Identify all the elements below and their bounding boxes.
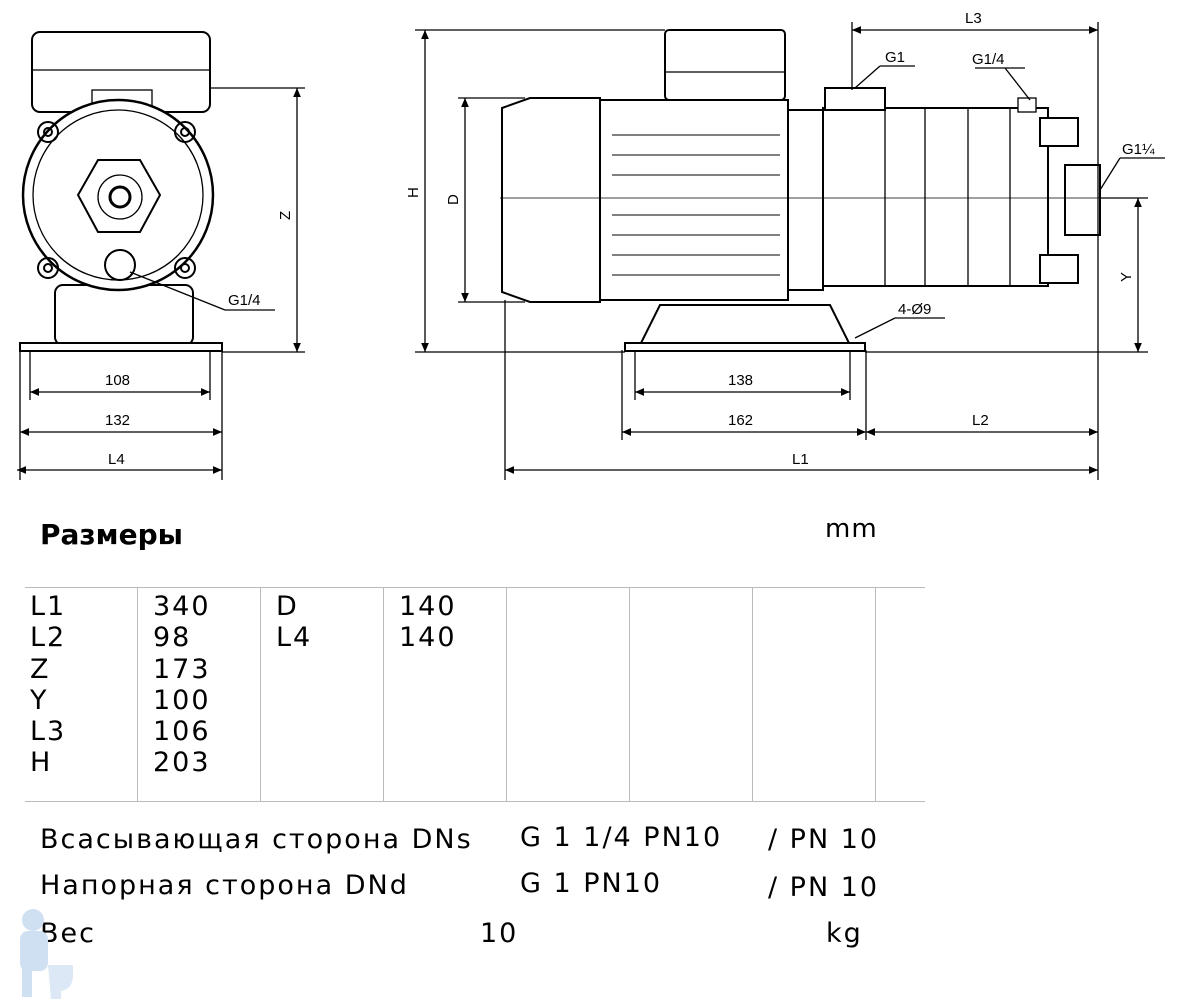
dim-108-label: 108 xyxy=(105,372,130,389)
column-divider xyxy=(137,587,138,801)
discharge-pn: / PN 10 xyxy=(768,872,880,903)
dim-value: 140 xyxy=(399,591,457,622)
port-g1-label: G1 xyxy=(885,49,905,66)
dim-l3-label: L3 xyxy=(965,10,982,27)
dim-value: 340 xyxy=(153,591,211,622)
dim-value: 106 xyxy=(153,716,211,748)
discharge-value: G 1 PN10 xyxy=(520,868,663,899)
dim-name: H xyxy=(30,747,53,779)
dim-l4-label: L4 xyxy=(108,451,125,468)
dimension-names-1: L1 L2 Z Y L3 H xyxy=(30,591,66,779)
dimension-values-2: 140 140 xyxy=(399,591,457,654)
dimension-values-1: 340 98 173 100 106 203 xyxy=(153,591,211,779)
holes-label: 4-Ø9 xyxy=(898,301,931,318)
dim-name: D xyxy=(276,591,299,622)
column-divider xyxy=(875,587,876,801)
suction-value: G 1 1/4 PN10 xyxy=(520,822,723,853)
dim-value: 140 xyxy=(399,622,457,654)
port-g114-label: G1¼ xyxy=(1122,141,1155,158)
weight-label: Вес xyxy=(40,918,96,949)
column-divider xyxy=(506,587,507,801)
weight-value: 10 xyxy=(480,918,519,949)
dim-132-label: 132 xyxy=(105,412,130,429)
section-title: Размеры xyxy=(40,518,183,551)
table-top-border xyxy=(25,587,925,588)
suction-label: Всасывающая сторона DNs xyxy=(40,824,473,855)
discharge-label: Напорная сторона DNd xyxy=(40,870,409,901)
dim-138-label: 138 xyxy=(728,372,753,389)
front-view xyxy=(17,31,305,480)
dim-z-label: Z xyxy=(277,211,294,220)
dim-name: L3 xyxy=(30,716,67,748)
dim-value: 203 xyxy=(153,747,211,779)
column-divider xyxy=(752,587,753,801)
dim-h-label: H xyxy=(405,187,422,198)
side-view xyxy=(415,22,1165,480)
column-divider xyxy=(629,587,630,801)
dim-value: 173 xyxy=(153,653,211,685)
dim-name: L4 xyxy=(276,622,313,654)
dim-name: L1 xyxy=(30,591,67,622)
suction-pn: / PN 10 xyxy=(768,824,880,855)
column-divider xyxy=(260,587,261,801)
dim-name: Y xyxy=(30,684,49,716)
column-divider xyxy=(383,587,384,801)
table-bottom-border xyxy=(25,801,925,802)
dim-162-label: 162 xyxy=(728,412,753,429)
port-g14-label: G1/4 xyxy=(972,51,1005,68)
dim-d-label: D xyxy=(445,194,462,205)
dim-value: 100 xyxy=(153,684,211,716)
dim-l1-label: L1 xyxy=(792,451,809,468)
port-g14-front-label: G1/4 xyxy=(228,292,261,309)
pump-dimension-drawing: Z G1/4 108 132 L4 H D L3 Y G1 G1/4 G1¼ 4… xyxy=(17,10,1165,480)
dim-value: 98 xyxy=(153,622,192,654)
dim-name: Z xyxy=(30,653,51,685)
weight-unit: kg xyxy=(826,918,863,949)
unit-label: mm xyxy=(825,514,878,544)
dim-l2-label: L2 xyxy=(972,412,989,429)
plumber-mascot-icon xyxy=(20,909,73,999)
dim-y-label: Y xyxy=(1118,272,1135,282)
dimension-names-2: D L4 xyxy=(276,591,312,654)
dim-name: L2 xyxy=(30,622,67,654)
